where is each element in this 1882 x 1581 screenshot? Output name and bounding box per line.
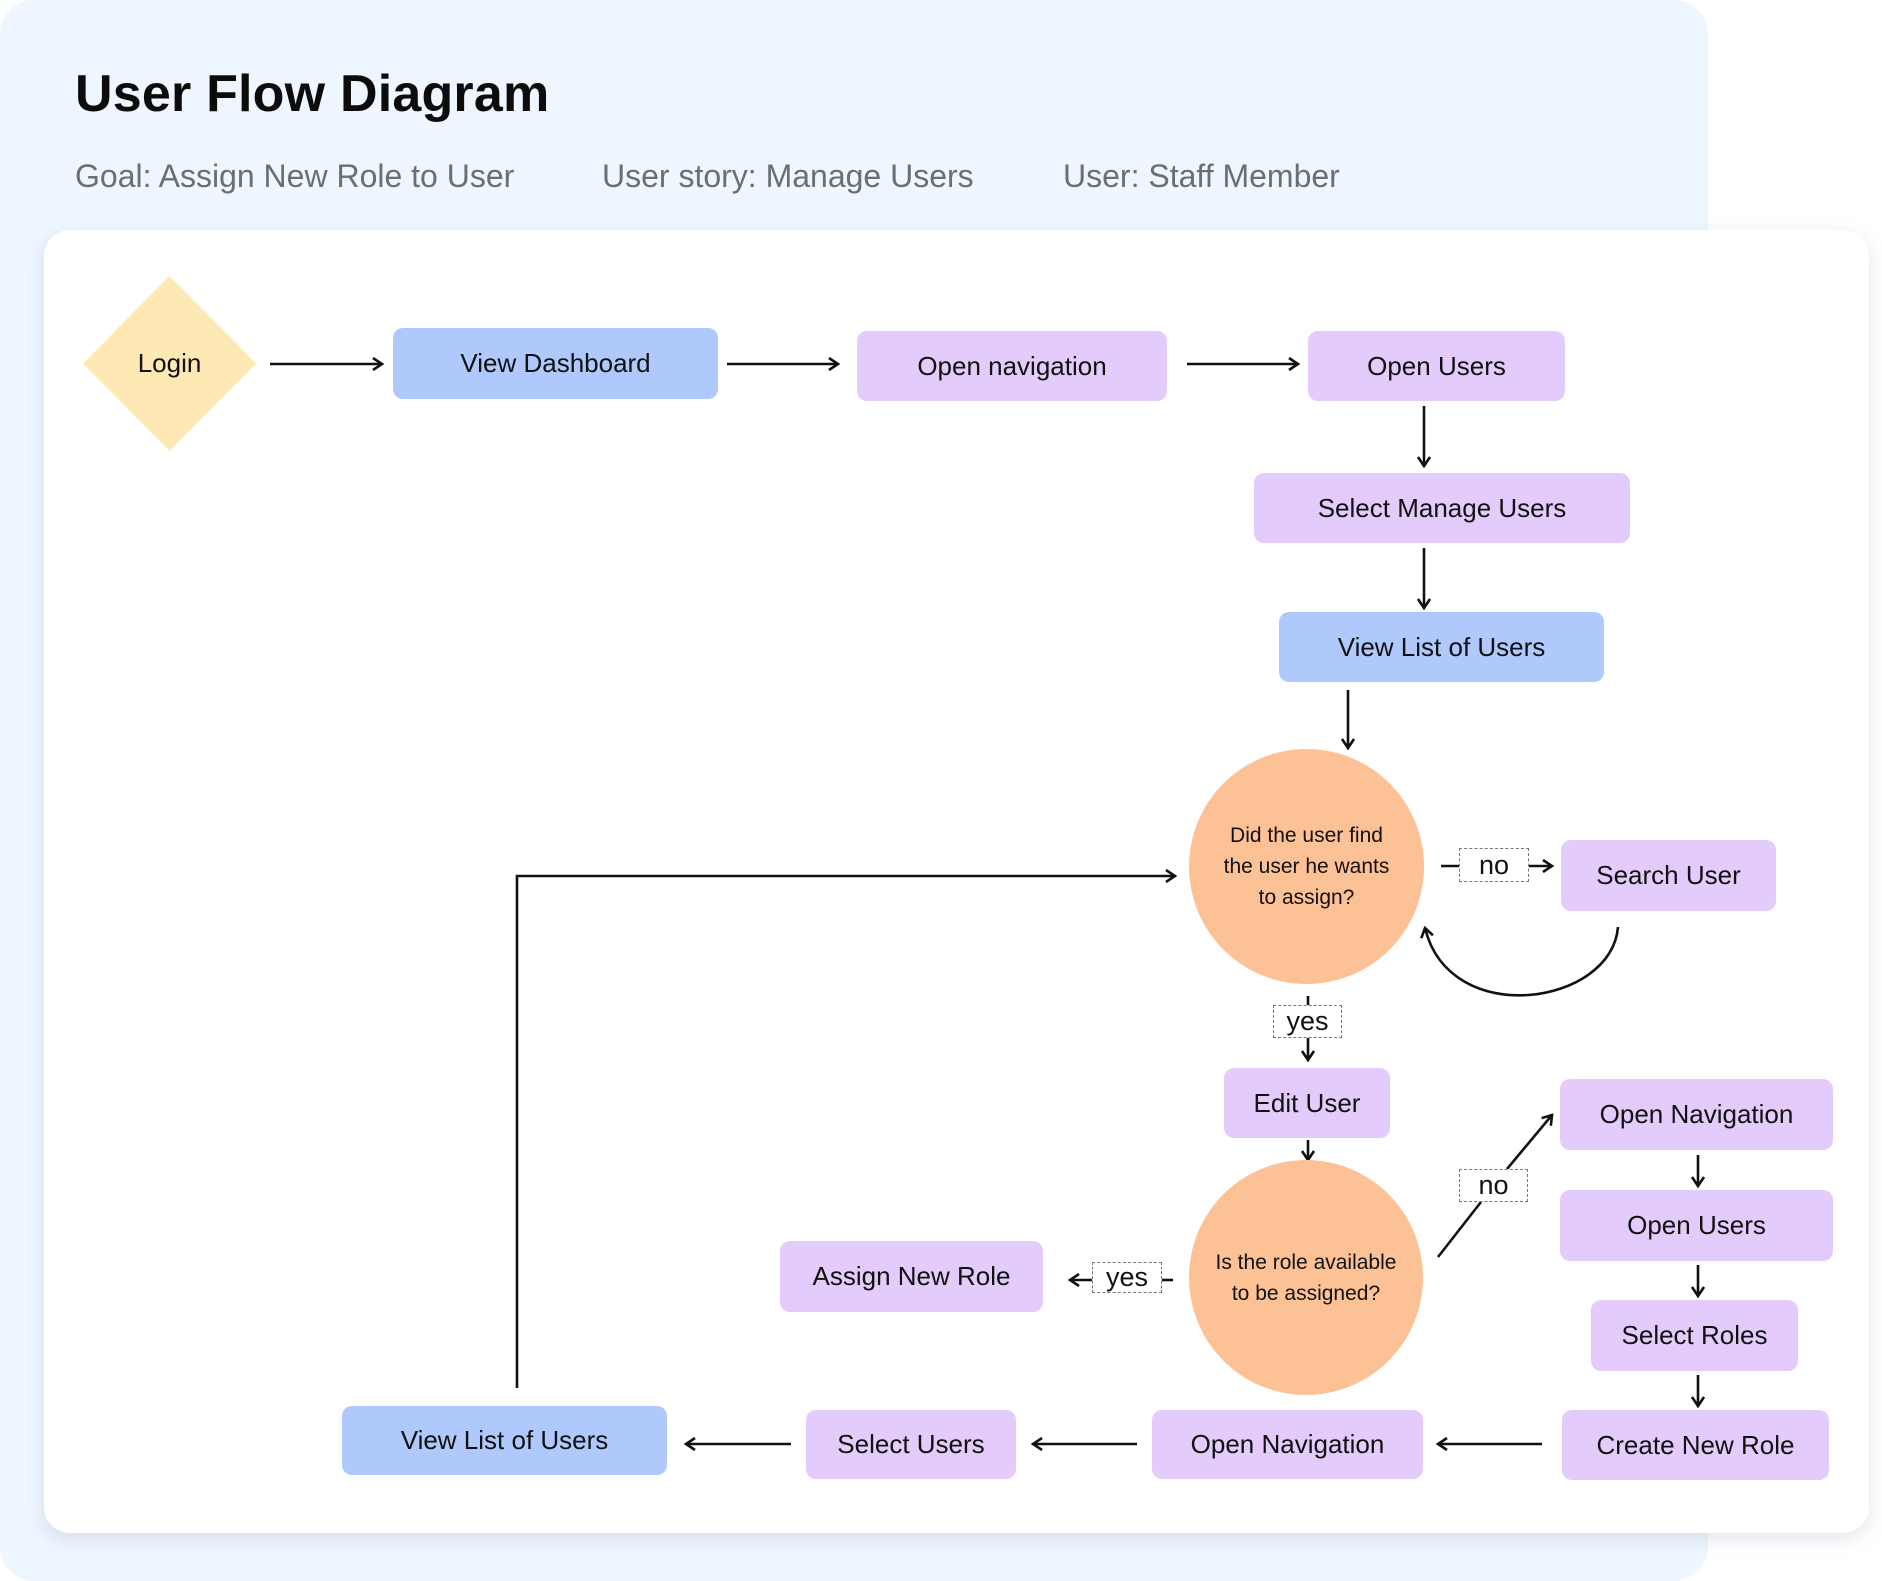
node-edit-user[interactable]: Edit User xyxy=(1224,1068,1390,1138)
node-open-navigation-3[interactable]: Open Navigation xyxy=(1152,1410,1423,1479)
node-label: Assign New Role xyxy=(812,1261,1011,1291)
node-label: Select Roles xyxy=(1621,1320,1768,1350)
node-label: Open Users xyxy=(1627,1210,1766,1240)
edge-label-no: no xyxy=(1459,848,1529,882)
decision-role-available[interactable]: Is the role available to be assigned? xyxy=(1189,1160,1423,1395)
node-label: Open Navigation xyxy=(1190,1429,1385,1459)
node-label: Open navigation xyxy=(917,350,1107,381)
node-open-navigation-1[interactable]: Open navigation xyxy=(857,331,1167,401)
node-search-user[interactable]: Search User xyxy=(1561,840,1776,911)
node-view-dashboard[interactable]: View Dashboard xyxy=(393,328,718,399)
node-label: Login xyxy=(137,348,202,378)
node-select-manage-users[interactable]: Select Manage Users xyxy=(1254,473,1630,543)
node-open-navigation-2[interactable]: Open Navigation xyxy=(1560,1079,1833,1150)
node-label: View List of Users xyxy=(400,1425,609,1455)
goal-label: Goal: Assign New Role to User xyxy=(75,158,515,194)
node-open-users-2[interactable]: Open Users xyxy=(1560,1190,1833,1261)
node-create-new-role[interactable]: Create New Role xyxy=(1562,1410,1829,1480)
node-label: Search User xyxy=(1596,860,1741,890)
node-label: Edit User xyxy=(1253,1087,1361,1118)
node-view-list-users-2[interactable]: View List of Users xyxy=(342,1406,667,1475)
node-open-users-1[interactable]: Open Users xyxy=(1308,331,1565,401)
node-select-roles[interactable]: Select Roles xyxy=(1591,1300,1798,1371)
node-label: Open Navigation xyxy=(1599,1099,1794,1129)
decision-find-user[interactable]: Did the user find the user he wants to a… xyxy=(1189,749,1424,984)
user-label: User: Staff Member xyxy=(1063,158,1340,194)
node-view-list-users-1[interactable]: View List of Users xyxy=(1279,612,1604,682)
node-assign-new-role[interactable]: Assign New Role xyxy=(780,1241,1043,1312)
edge-label-yes: yes xyxy=(1273,1005,1342,1038)
decision-label: Is the role available to be assigned? xyxy=(1215,1250,1397,1305)
edge-label-no: no xyxy=(1459,1169,1528,1202)
node-label: Create New Role xyxy=(1596,1429,1795,1460)
user-story-label: User story: Manage Users xyxy=(602,158,974,194)
node-label: View List of Users xyxy=(1337,631,1546,662)
node-select-users[interactable]: Select Users xyxy=(806,1410,1016,1479)
page-title: User Flow Diagram xyxy=(75,65,550,123)
node-label: View Dashboard xyxy=(460,348,651,378)
node-label: Select Users xyxy=(837,1429,985,1459)
decision-label: Did the user find the user he wants to a… xyxy=(1223,824,1390,909)
node-login[interactable]: Login xyxy=(83,276,256,451)
diamond-shape xyxy=(83,276,256,451)
edge-label-yes: yes xyxy=(1092,1262,1162,1293)
node-label: Open Users xyxy=(1367,350,1506,381)
node-label: Select Manage Users xyxy=(1317,492,1567,523)
